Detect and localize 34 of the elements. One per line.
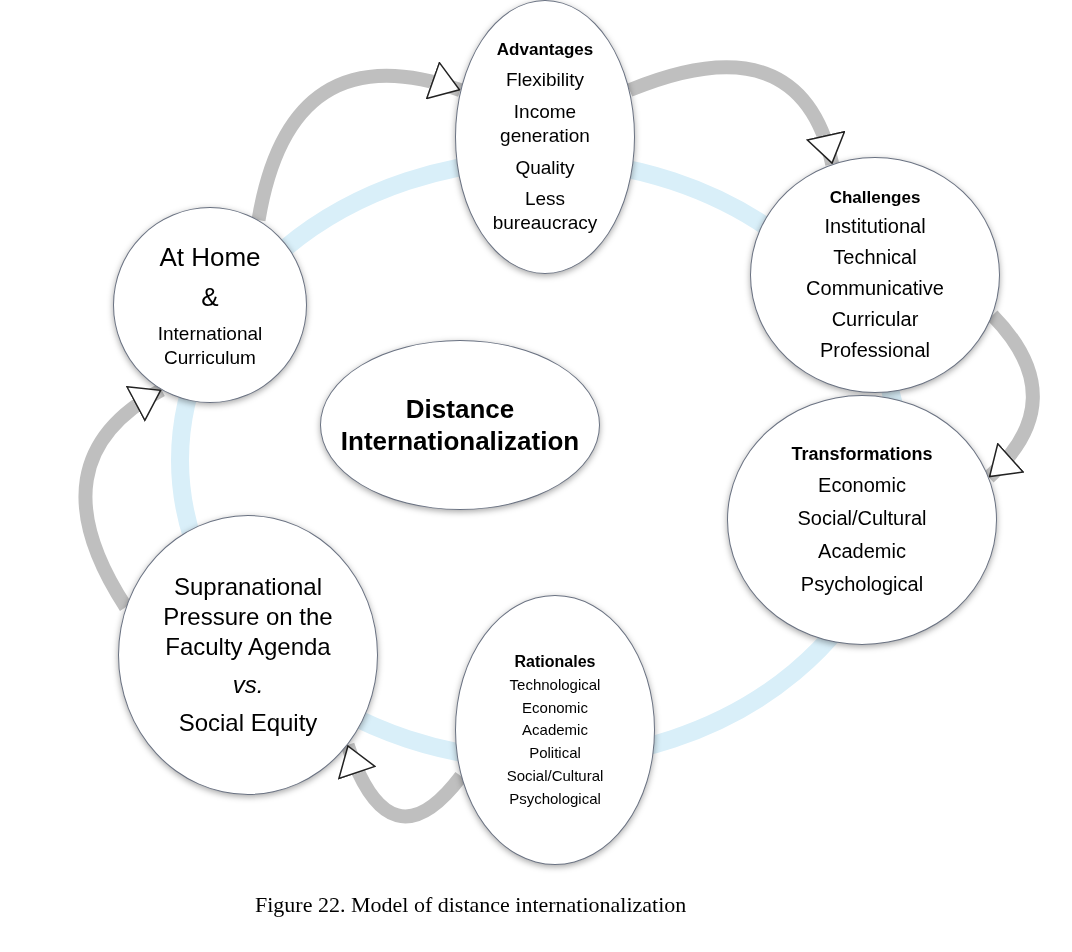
heading-text: Challenges [829, 186, 921, 209]
node-text: Academic [522, 721, 588, 740]
node-text: Supranational Pressure on the Faculty Agenda [162, 572, 334, 662]
node-text: Political [529, 744, 581, 763]
node-text: Technological [509, 675, 601, 695]
node-text: Communicative [806, 276, 944, 302]
node-text: & [201, 281, 219, 314]
node-text: Professional [819, 338, 931, 364]
curved-arrow [627, 60, 844, 166]
node-text: vs. [232, 670, 264, 700]
node-text: Psychological [509, 789, 601, 809]
curved-arrow [78, 383, 166, 611]
figure-caption: Figure 22. Model of distance internationalization [255, 891, 687, 919]
node-text: Economic [522, 698, 588, 718]
node-text: Curricular [831, 307, 919, 333]
curved-arrow [251, 62, 463, 222]
node-text: Academic [818, 539, 906, 565]
node-text: Social/Cultural [797, 506, 927, 532]
node-text: Economic [818, 473, 906, 499]
heading-text: Transformations [791, 442, 933, 466]
node-text: Social/Cultural [506, 766, 604, 786]
node-text: Social Equity [178, 708, 318, 738]
node-text: International Curriculum [156, 321, 264, 370]
node-text: Quality [515, 155, 575, 180]
node-text: Institutional [824, 214, 926, 240]
node-text: Income generation [499, 100, 591, 148]
node-text: Technical [833, 245, 917, 271]
node-text: Flexibility [505, 68, 585, 93]
node-text: Less bureaucracy [491, 187, 599, 235]
node-text: Psychological [800, 572, 924, 598]
heading-text: Rationales [514, 651, 596, 672]
node-text: Distance Internationalization [339, 392, 581, 458]
node-text: At Home [159, 240, 261, 274]
heading-text: Advantages [496, 39, 594, 61]
